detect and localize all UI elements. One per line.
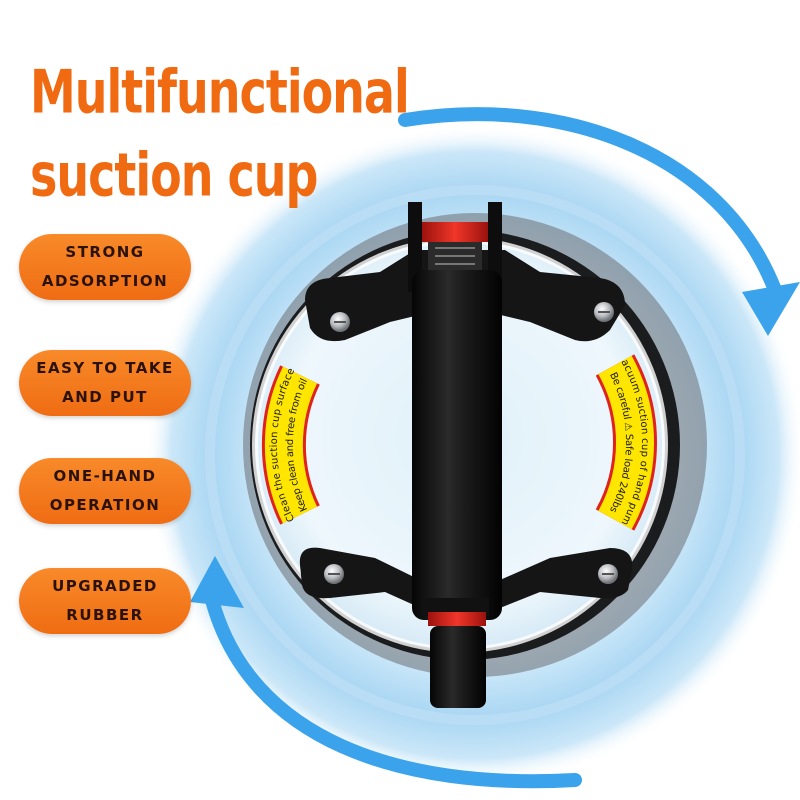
feature-badge-easy-to-take: EASY TO TAKE AND PUT <box>19 350 191 416</box>
pump-handle <box>412 270 502 708</box>
circular-arrow-icon <box>398 107 800 336</box>
screw-icon <box>324 564 344 584</box>
feature-badge-upgraded-rubber: UPGRADED RUBBER <box>19 568 191 634</box>
feature-line-2: OPERATION <box>49 496 161 514</box>
glow-ring <box>205 185 745 725</box>
circular-arrow-icon <box>190 556 582 789</box>
page-title: Multifunctional suction cup <box>30 50 410 216</box>
feature-line-2: ADSORPTION <box>41 272 169 290</box>
feature-line-1: ONE-HAND <box>53 467 157 485</box>
bottom-bracket <box>299 547 633 610</box>
screw-icon <box>598 564 618 584</box>
feature-line-2: AND PUT <box>62 388 148 406</box>
feature-badge-one-hand: ONE-HAND OPERATION <box>19 458 191 524</box>
screw-icon <box>594 302 614 322</box>
feature-badge-strong-adsorption: STRONG ADSORPTION <box>19 234 191 300</box>
screw-icon <box>330 312 350 332</box>
label-left <box>261 365 321 525</box>
feature-line-1: STRONG <box>65 243 145 261</box>
title-line-1: Multifunctional <box>30 56 410 127</box>
title-line-2: suction cup <box>30 139 318 210</box>
handle-top <box>408 202 502 292</box>
feature-line-1: EASY TO TAKE <box>36 359 174 377</box>
feature-line-2: RUBBER <box>66 606 144 624</box>
label-right <box>595 354 658 531</box>
feature-line-1: UPGRADED <box>52 577 158 595</box>
